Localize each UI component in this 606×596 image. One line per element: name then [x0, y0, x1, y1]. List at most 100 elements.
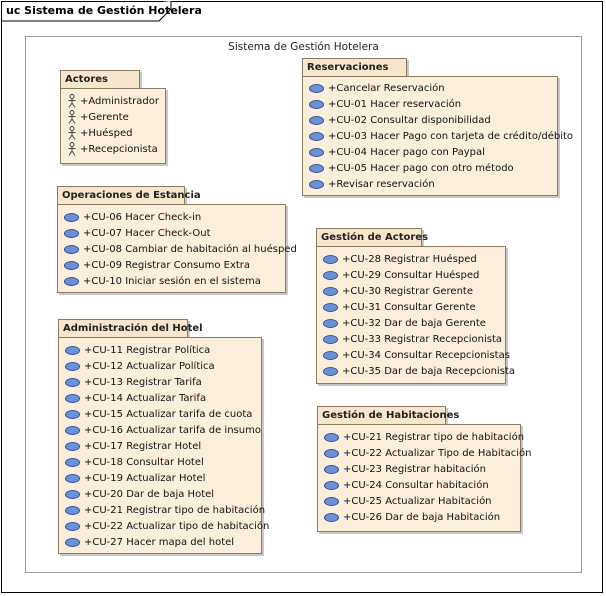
- use-case-label: +CU-19 Actualizar Hotel: [84, 472, 206, 484]
- use-case-icon: [65, 457, 80, 467]
- use-case-item[interactable]: +CU-29 Consultar Huésped: [323, 267, 479, 283]
- use-case-item[interactable]: +CU-03 Hacer Pago con tarjeta de crédito…: [309, 128, 573, 144]
- use-case-item[interactable]: +CU-11 Registrar Política: [65, 342, 210, 358]
- use-case-label: +CU-21 Registrar tipo de habitación: [84, 504, 266, 516]
- use-case-item[interactable]: +CU-08 Cambiar de habitación al huésped: [64, 241, 297, 257]
- use-case-label: +CU-04 Hacer pago con Paypal: [328, 146, 485, 158]
- use-case-item[interactable]: +CU-06 Hacer Check-in: [64, 209, 201, 225]
- actor-item[interactable]: +Administrador: [67, 93, 159, 109]
- use-case-item[interactable]: +CU-13 Registrar Tarifa: [65, 374, 202, 390]
- use-case-item[interactable]: +Revisar reservación: [309, 176, 435, 192]
- package-body: +CU-11 Registrar Política +CU-12 Actuali…: [58, 337, 269, 554]
- use-case-item[interactable]: +CU-15 Actualizar tarifa de cuota: [65, 406, 252, 422]
- use-case-item[interactable]: +CU-30 Registrar Gerente: [323, 283, 473, 299]
- use-case-item[interactable]: +CU-21 Registrar tipo de habitación: [65, 502, 265, 518]
- package-tab: Gestión de Habitaciones: [317, 406, 459, 425]
- use-case-icon: [323, 254, 338, 264]
- actor-label: +Administrador: [80, 95, 159, 107]
- use-case-label: +CU-13 Registrar Tarifa: [84, 376, 202, 388]
- use-case-item[interactable]: +CU-31 Consultar Gerente: [323, 299, 476, 315]
- actor-icon: [68, 126, 76, 140]
- use-case-item[interactable]: +CU-02 Consultar disponibilidad: [309, 112, 491, 128]
- use-case-label: +CU-30 Registrar Gerente: [342, 285, 473, 297]
- use-case-item[interactable]: +CU-27 Hacer mapa del hotel: [65, 534, 234, 550]
- use-case-icon: [65, 505, 80, 515]
- use-case-label: +CU-16 Actualizar tarifa de insumo: [84, 424, 261, 436]
- use-case-icon: [65, 425, 80, 435]
- actor-icon: [68, 110, 76, 124]
- use-case-item[interactable]: +CU-25 Actualizar Habitación: [324, 493, 492, 509]
- use-case-item[interactable]: +CU-04 Hacer pago con Paypal: [309, 144, 485, 160]
- use-case-label: +CU-10 Iniciar sesión en el sistema: [83, 275, 261, 287]
- use-case-item[interactable]: +CU-01 Hacer reservación: [309, 96, 461, 112]
- use-case-icon: [65, 361, 80, 371]
- frame-tab-outline: [1, 1, 172, 22]
- use-case-label: +CU-05 Hacer pago con otro método: [328, 162, 514, 174]
- use-case-label: +CU-22 Actualizar Tipo de Habitación: [343, 447, 532, 459]
- use-case-icon: [323, 318, 338, 328]
- use-case-icon: [309, 147, 324, 157]
- use-case-item[interactable]: +CU-14 Actualizar Tarifa: [65, 390, 206, 406]
- use-case-icon: [65, 377, 80, 387]
- use-case-label: +CU-21 Registrar tipo de habitación: [343, 431, 525, 443]
- use-case-item[interactable]: +CU-09 Registrar Consumo Extra: [64, 257, 250, 273]
- use-case-icon: [324, 480, 339, 490]
- use-case-item[interactable]: +CU-17 Registrar Hotel: [65, 438, 201, 454]
- use-case-item[interactable]: +CU-21 Registrar tipo de habitación: [324, 429, 524, 445]
- use-case-item[interactable]: +CU-32 Dar de baja Gerente: [323, 315, 486, 331]
- use-case-icon: [65, 409, 80, 419]
- use-case-icon: [324, 464, 339, 474]
- use-case-label: +CU-15 Actualizar tarifa de cuota: [84, 408, 253, 420]
- use-case-item[interactable]: +CU-07 Hacer Check-Out: [64, 225, 211, 241]
- use-case-item[interactable]: +CU-26 Dar de baja Habitación: [324, 509, 500, 525]
- use-case-item[interactable]: +CU-28 Registrar Huésped: [323, 251, 477, 267]
- use-case-item[interactable]: +CU-22 Actualizar tipo de habitación: [65, 518, 269, 534]
- use-case-item[interactable]: +CU-23 Registrar habitación: [324, 461, 486, 477]
- package-body: +CU-21 Registrar tipo de habitación +CU-…: [317, 424, 531, 532]
- use-case-item[interactable]: +CU-24 Consultar habitación: [324, 477, 489, 493]
- use-case-item[interactable]: +CU-10 Iniciar sesión en el sistema: [64, 273, 261, 289]
- use-case-label: +CU-34 Consultar Recepcionistas: [342, 349, 510, 361]
- use-case-label: +CU-20 Dar de baja Hotel: [84, 488, 215, 500]
- use-case-label: +CU-31 Consultar Gerente: [342, 301, 476, 313]
- actor-label: +Recepcionista: [80, 143, 158, 155]
- use-case-label: +CU-35 Dar de baja Recepcionista: [342, 365, 515, 377]
- actor-item[interactable]: +Recepcionista: [67, 141, 158, 157]
- use-case-label: +CU-22 Actualizar tipo de habitación: [84, 520, 270, 532]
- use-case-icon: [323, 366, 338, 376]
- use-case-icon: [64, 260, 79, 270]
- actor-label: +Huésped: [80, 127, 133, 139]
- use-case-label: +CU-08 Cambiar de habitación al huésped: [83, 243, 297, 255]
- use-case-item[interactable]: +CU-16 Actualizar tarifa de insumo: [65, 422, 261, 438]
- use-case-icon: [65, 441, 80, 451]
- use-case-item[interactable]: +CU-22 Actualizar Tipo de Habitación: [324, 445, 531, 461]
- use-case-item[interactable]: +CU-12 Actualizar Política: [65, 358, 215, 374]
- use-case-icon: [309, 163, 324, 173]
- actor-item[interactable]: +Huésped: [67, 125, 132, 141]
- package-tab: Administración del Hotel: [58, 319, 203, 338]
- actor-icon: [68, 94, 76, 108]
- use-case-label: +CU-02 Consultar disponibilidad: [328, 114, 491, 126]
- use-case-item[interactable]: +CU-19 Actualizar Hotel: [65, 470, 205, 486]
- use-case-item[interactable]: +CU-34 Consultar Recepcionistas: [323, 347, 510, 363]
- actor-item[interactable]: +Gerente: [67, 109, 129, 125]
- use-case-label: +CU-33 Registrar Recepcionista: [342, 333, 503, 345]
- use-case-icon: [309, 179, 324, 189]
- use-case-icon: [64, 244, 79, 254]
- use-case-icon: [65, 521, 80, 531]
- use-case-item[interactable]: +CU-05 Hacer pago con otro método: [309, 160, 514, 176]
- use-case-icon: [323, 302, 338, 312]
- use-case-item[interactable]: +CU-35 Dar de baja Recepcionista: [323, 363, 515, 379]
- use-case-icon: [323, 350, 338, 360]
- use-case-icon: [324, 448, 339, 458]
- use-case-label: +CU-18 Consultar Hotel: [84, 456, 204, 468]
- use-case-item[interactable]: +CU-20 Dar de baja Hotel: [65, 486, 214, 502]
- use-case-label: +CU-12 Actualizar Política: [84, 360, 215, 372]
- use-case-label: +CU-23 Registrar habitación: [343, 463, 487, 475]
- use-case-item[interactable]: +CU-33 Registrar Recepcionista: [323, 331, 502, 347]
- use-case-item[interactable]: +CU-18 Consultar Hotel: [65, 454, 204, 470]
- use-case-label: +Cancelar Reservación: [328, 82, 445, 94]
- actor-icon: [68, 142, 76, 156]
- use-case-item[interactable]: +Cancelar Reservación: [309, 80, 445, 96]
